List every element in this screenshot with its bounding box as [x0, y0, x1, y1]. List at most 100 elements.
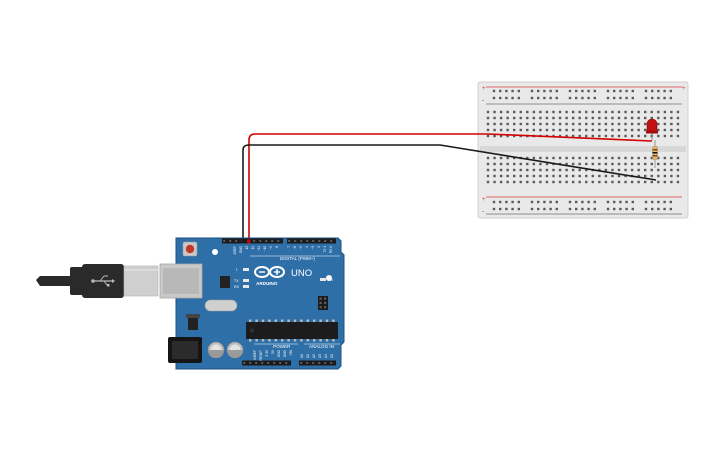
rail-hole[interactable] [619, 96, 622, 100]
breadboard-hole[interactable] [644, 156, 647, 160]
breadboard-hole[interactable] [598, 156, 601, 160]
breadboard-hole[interactable] [513, 168, 516, 172]
breadboard-hole[interactable] [526, 168, 529, 172]
breadboard-hole[interactable] [578, 174, 581, 178]
rail-hole[interactable] [517, 96, 520, 100]
rail-hole[interactable] [651, 200, 654, 204]
breadboard-hole[interactable] [545, 122, 549, 126]
rail-hole[interactable] [581, 200, 584, 204]
breadboard-hole[interactable] [676, 122, 680, 126]
header-pin[interactable] [261, 362, 264, 364]
breadboard-hole[interactable] [663, 168, 667, 172]
breadboard-hole[interactable] [630, 122, 634, 126]
breadboard-hole[interactable] [532, 128, 536, 132]
breadboard-hole[interactable] [650, 168, 653, 172]
icsp-pin[interactable] [319, 301, 322, 304]
breadboard-hole[interactable] [657, 128, 660, 132]
rail-hole[interactable] [631, 89, 634, 93]
rail-hole[interactable] [549, 200, 552, 204]
breadboard-hole[interactable] [604, 116, 608, 120]
breadboard-hole[interactable] [644, 128, 647, 132]
breadboard-hole[interactable] [513, 162, 516, 166]
breadboard-hole[interactable] [545, 116, 549, 120]
breadboard-hole[interactable] [676, 110, 680, 114]
breadboard-hole[interactable] [519, 110, 522, 114]
breadboard-hole[interactable] [552, 168, 555, 172]
breadboard-hole[interactable] [617, 134, 621, 138]
breadboard-hole[interactable] [644, 180, 647, 184]
breadboard-hole[interactable] [657, 174, 660, 178]
rail-hole[interactable] [543, 200, 546, 204]
breadboard-hole[interactable] [611, 162, 614, 166]
breadboard-hole[interactable] [532, 174, 536, 178]
rail-hole[interactable] [549, 207, 552, 211]
header-pin[interactable] [318, 240, 321, 242]
breadboard-hole[interactable] [637, 134, 640, 138]
rail-hole[interactable] [492, 207, 496, 211]
header-pin[interactable] [312, 240, 315, 242]
icsp-pin[interactable] [319, 306, 322, 309]
breadboard-hole[interactable] [486, 134, 490, 138]
breadboard-hole[interactable] [585, 180, 588, 184]
breadboard-hole[interactable] [591, 180, 594, 184]
breadboard-hole[interactable] [604, 134, 608, 138]
breadboard-hole[interactable] [499, 174, 503, 178]
rail-hole[interactable] [537, 207, 540, 211]
breadboard-hole[interactable] [611, 128, 614, 132]
bottom-rail-holes[interactable] [492, 200, 672, 211]
breadboard-hole[interactable] [598, 116, 601, 120]
breadboard-hole[interactable] [565, 134, 568, 138]
breadboard-hole[interactable] [663, 128, 667, 132]
top-rail-holes[interactable] [492, 89, 672, 100]
breadboard-hole[interactable] [644, 168, 647, 172]
breadboard-hole[interactable] [571, 110, 575, 114]
breadboard-hole[interactable] [571, 168, 575, 172]
breadboard-hole[interactable] [493, 128, 496, 132]
rail-hole[interactable] [505, 200, 508, 204]
rail-hole[interactable] [606, 200, 610, 204]
analog-header[interactable] [299, 360, 336, 366]
rail-hole[interactable] [568, 89, 572, 93]
header-pin[interactable] [235, 240, 238, 242]
breadboard-hole[interactable] [630, 156, 634, 160]
breadboard-hole[interactable] [499, 134, 503, 138]
breadboard-hole[interactable] [604, 180, 608, 184]
rail-hole[interactable] [631, 207, 634, 211]
breadboard-hole[interactable] [617, 110, 621, 114]
breadboard-hole[interactable] [571, 128, 575, 132]
rail-hole[interactable] [549, 89, 552, 93]
icsp-header[interactable] [318, 296, 328, 310]
breadboard-hole[interactable] [670, 174, 673, 178]
breadboard-hole[interactable] [650, 162, 653, 166]
breadboard-hole[interactable] [558, 180, 562, 184]
rail-hole[interactable] [619, 89, 622, 93]
breadboard-hole[interactable] [611, 134, 614, 138]
breadboard-hole[interactable] [539, 128, 542, 132]
breadboard-hole[interactable] [676, 134, 680, 138]
rail-hole[interactable] [511, 89, 514, 93]
breadboard-hole[interactable] [578, 156, 581, 160]
rail-hole[interactable] [549, 96, 552, 100]
breadboard-hole[interactable] [670, 122, 673, 126]
breadboard-hole[interactable] [565, 110, 568, 114]
breadboard-hole[interactable] [506, 168, 509, 172]
breadboard-hole[interactable] [617, 122, 621, 126]
breadboard-hole[interactable] [624, 180, 627, 184]
breadboard-hole[interactable] [650, 116, 653, 120]
breadboard-hole[interactable] [644, 116, 647, 120]
breadboard-hole[interactable] [565, 156, 568, 160]
digital-header-low[interactable] [287, 238, 336, 244]
breadboard-hole[interactable] [545, 174, 549, 178]
breadboard-hole[interactable] [486, 110, 490, 114]
header-pin[interactable] [243, 362, 246, 364]
breadboard-hole[interactable] [604, 168, 608, 172]
breadboard-hole[interactable] [526, 128, 529, 132]
header-pin[interactable] [300, 362, 303, 364]
rail-hole[interactable] [517, 207, 520, 211]
breadboard-hole[interactable] [519, 180, 522, 184]
breadboard-hole[interactable] [585, 174, 588, 178]
breadboard-hole[interactable] [552, 110, 555, 114]
breadboard-hole[interactable] [585, 162, 588, 166]
breadboard-hole[interactable] [571, 162, 575, 166]
